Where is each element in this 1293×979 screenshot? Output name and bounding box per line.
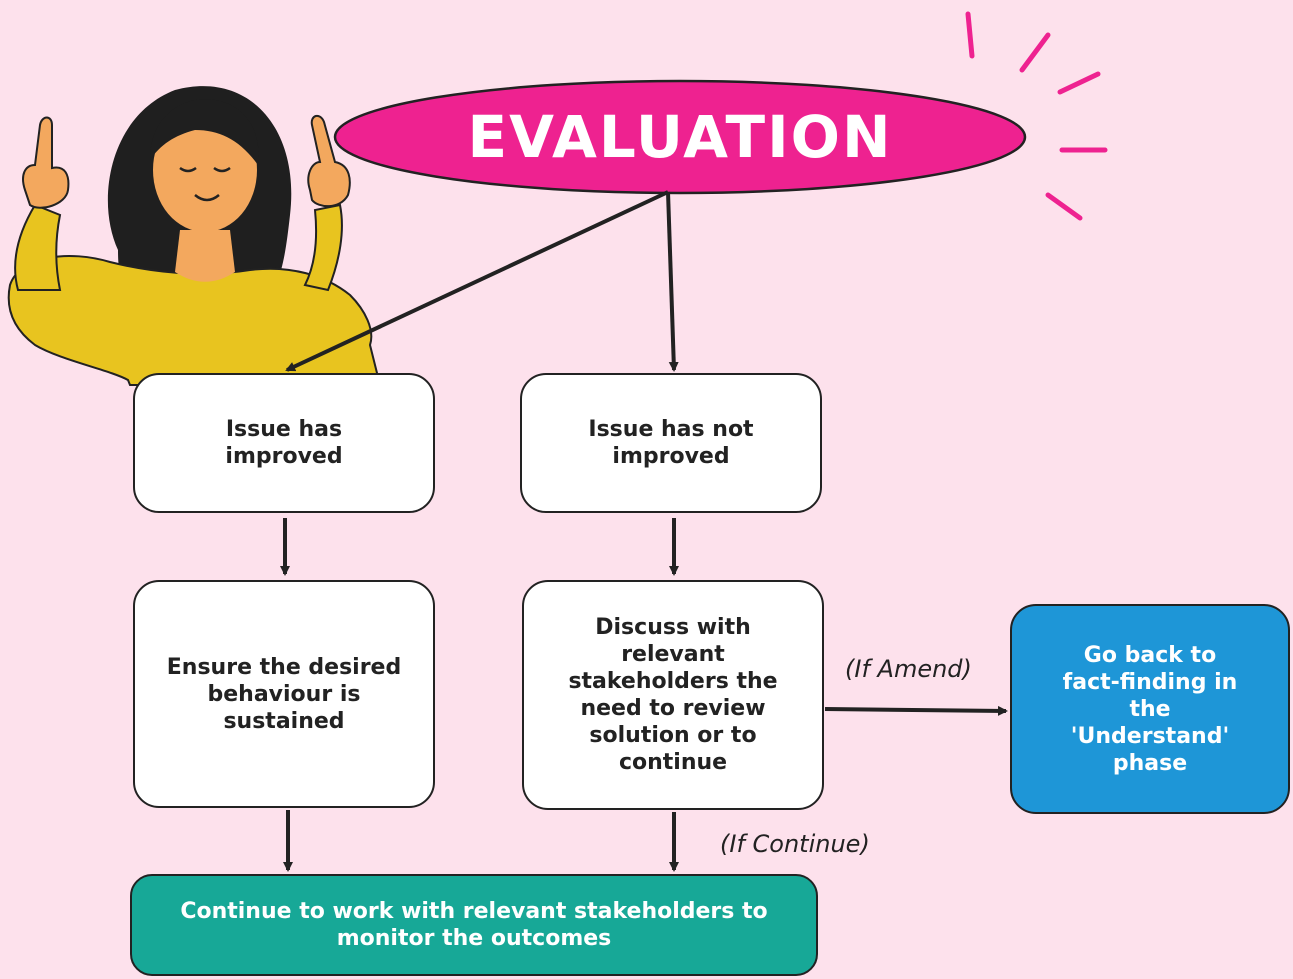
connector-arrows <box>280 190 1008 872</box>
node-discuss-stakeholders: Discuss with relevant stakeholders the n… <box>522 580 824 810</box>
person-illustration <box>7 86 382 386</box>
title-ellipse <box>333 79 1027 195</box>
node-continue-monitor: Continue to work with relevant stakehold… <box>130 874 818 976</box>
diagram-title: EVALUATION <box>467 103 893 171</box>
emphasis-strokes <box>965 11 1108 221</box>
edge-label-amend: (If Amend) <box>845 655 972 683</box>
node-ensure-sustained: Ensure the desired behaviour is sustaine… <box>133 580 435 808</box>
node-issue-not-improved: Issue has not improved <box>520 373 822 513</box>
arrow-evaluation-to-not-improved <box>666 191 679 372</box>
arrow-discuss-to-go-back <box>824 705 1008 716</box>
node-go-back-fact-finding: Go back to fact-finding in the 'Understa… <box>1010 604 1290 814</box>
node-issue-improved: Issue has improved <box>133 373 435 513</box>
edge-label-continue: (If Continue) <box>720 830 870 858</box>
arrow-evaluation-to-improved <box>285 190 669 372</box>
